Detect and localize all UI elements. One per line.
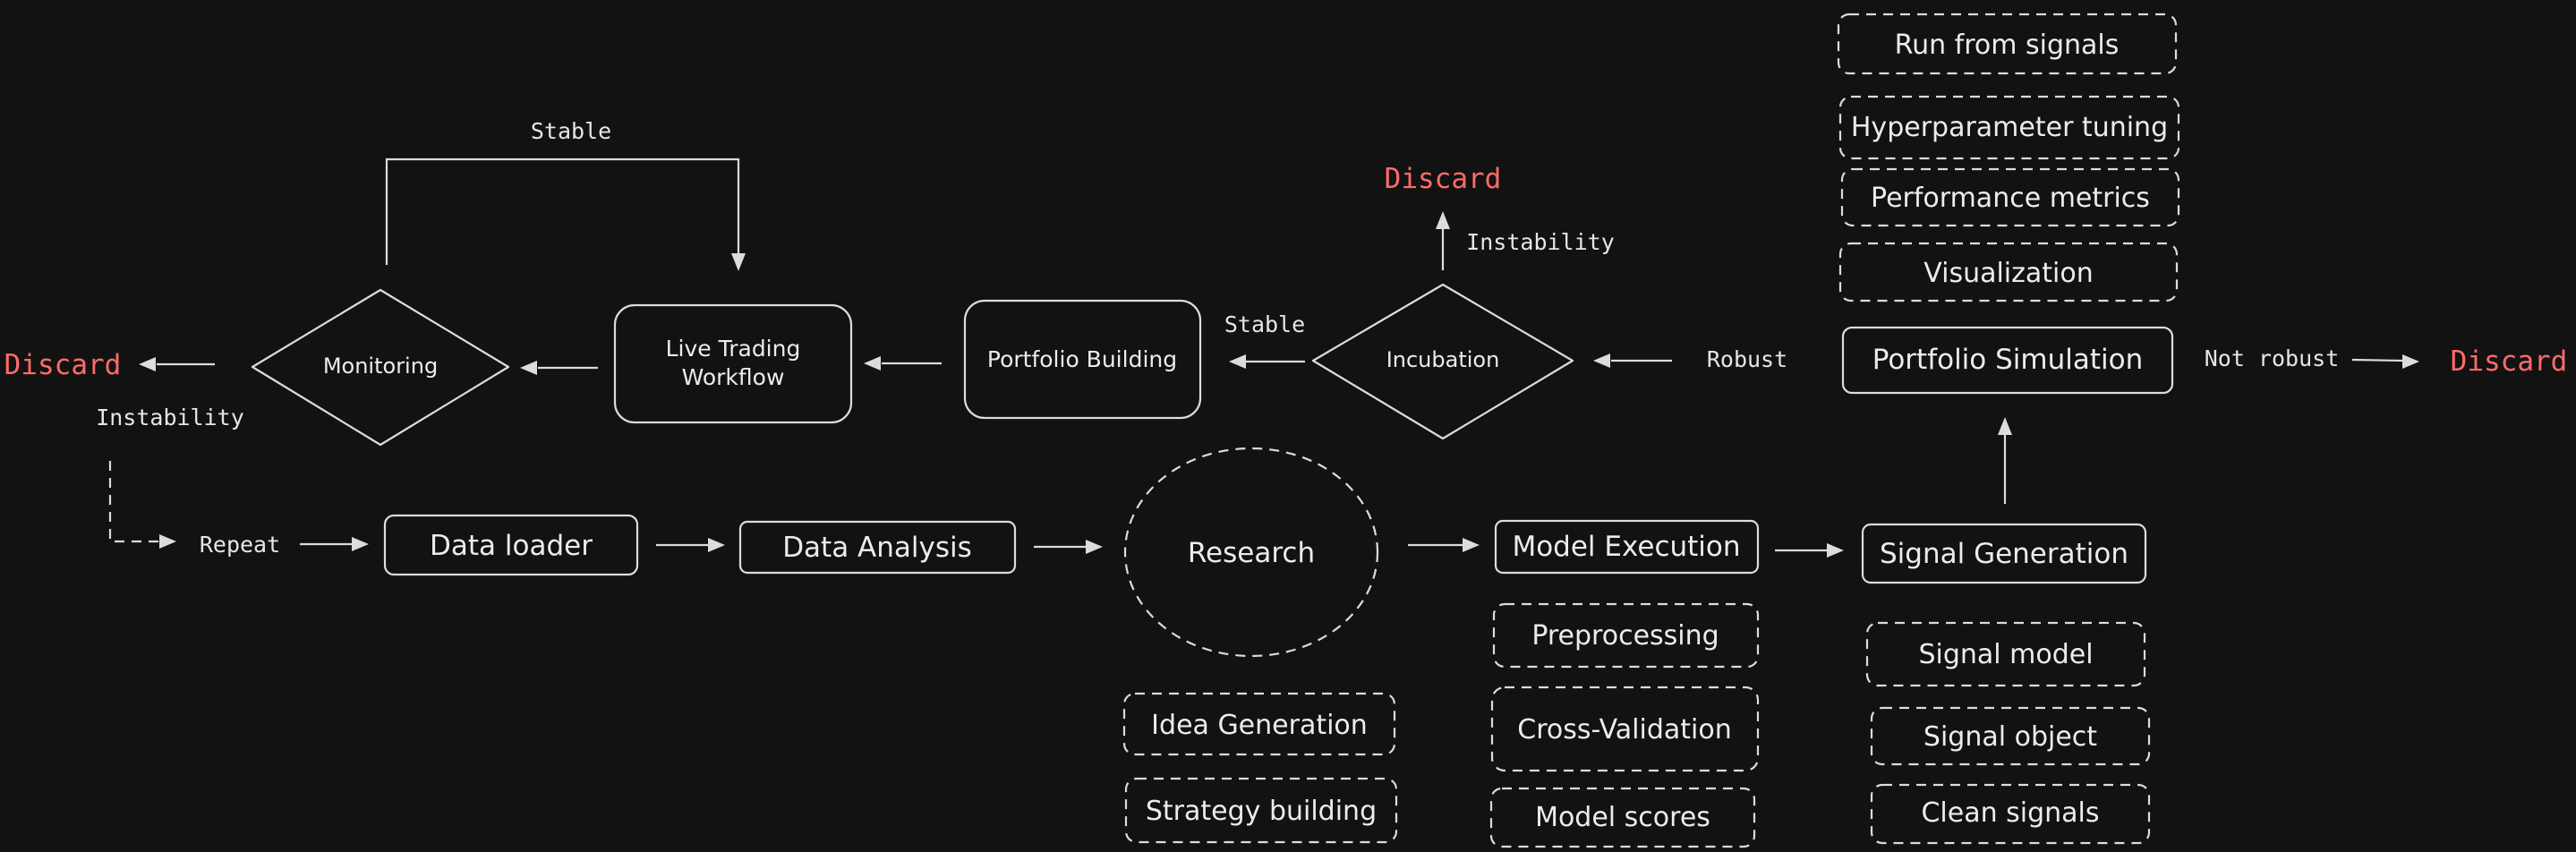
arrowhead — [139, 357, 156, 371]
data-loader-label: Data loader — [430, 530, 593, 562]
arrowhead — [352, 537, 369, 551]
research-items: Idea Generation Strategy building — [1122, 692, 1398, 844]
signal-generation-label: Signal Generation — [1880, 538, 2128, 570]
data-loader-node[interactable]: Data loader — [383, 514, 639, 576]
signal-item-signal-model[interactable]: Signal model — [1865, 621, 2146, 687]
signal-item-label: Signal model — [1918, 639, 2093, 670]
arrowhead — [1463, 538, 1480, 552]
simulation-item-hyperparameter-tuning[interactable]: Hyperparameter tuning — [1838, 95, 2180, 160]
arrowhead — [2402, 354, 2419, 369]
arrowhead — [1086, 540, 1103, 554]
research-item-label: Idea Generation — [1151, 710, 1368, 741]
arrowhead — [1998, 417, 2012, 435]
robust-label: Robust — [1707, 346, 1787, 372]
discard-left-label: Discard — [4, 349, 122, 381]
research-item-label: Strategy building — [1146, 796, 1377, 827]
data-analysis-node[interactable]: Data Analysis — [738, 520, 1017, 575]
simulation-item-run-from-signals[interactable]: Run from signals — [1837, 13, 2178, 75]
simulation-item-label: Visualization — [1923, 258, 2094, 289]
incubation-node[interactable]: Incubation — [1311, 283, 1574, 440]
model-item-preprocessing[interactable]: Preprocessing — [1492, 602, 1760, 669]
model-item-label: Model scores — [1535, 802, 1710, 833]
signal-item-label: Signal object — [1923, 721, 2097, 753]
arrowhead — [1827, 543, 1844, 558]
monitoring-node[interactable]: Monitoring — [251, 288, 510, 447]
data-analysis-label: Data Analysis — [782, 532, 972, 564]
stable-top-label: Stable — [531, 118, 611, 144]
signal-items: Signal model Signal object Clean signals — [1865, 621, 2151, 845]
model-item-label: Preprocessing — [1531, 620, 1719, 652]
model-item-model-scores[interactable]: Model scores — [1489, 787, 1756, 848]
arrowhead — [1593, 354, 1610, 368]
arrow-simulation-to-discard — [2351, 358, 2404, 362]
instability-top-label: Instability — [1466, 229, 1615, 255]
live-trading-label-line2: Workflow — [682, 364, 785, 390]
model-execution-label: Model Execution — [1512, 531, 1740, 563]
stable-right-label: Stable — [1224, 311, 1305, 337]
arrowhead — [1229, 354, 1246, 369]
research-label: Research — [1188, 537, 1315, 569]
arrowhead — [731, 253, 746, 271]
portfolio-building-label: Portfolio Building — [987, 346, 1177, 372]
discard-right-label: Discard — [2451, 345, 2568, 378]
live-trading-label-line1: Live Trading — [666, 336, 801, 362]
arrowhead — [1436, 211, 1450, 229]
portfolio-simulation-label: Portfolio Simulation — [1872, 344, 2144, 376]
monitoring-label: Monitoring — [323, 354, 438, 379]
instability-left-label: Instability — [96, 405, 244, 430]
research-item-idea-generation[interactable]: Idea Generation — [1122, 692, 1396, 756]
portfolio-building-node[interactable]: Portfolio Building — [963, 299, 1202, 420]
not-robust-label: Not robust — [2205, 345, 2340, 371]
signal-item-signal-object[interactable]: Signal object — [1870, 706, 2151, 766]
arrowhead — [864, 356, 881, 371]
arrowhead — [708, 538, 725, 552]
model-item-label: Cross-Validation — [1517, 714, 1731, 746]
simulation-item-visualization[interactable]: Visualization — [1838, 242, 2179, 302]
simulation-item-label: Run from signals — [1895, 30, 2120, 61]
research-item-strategy-building[interactable]: Strategy building — [1124, 777, 1398, 844]
simulation-item-label: Hyperparameter tuning — [1851, 112, 2168, 143]
discard-labels: Discard Discard Discard — [4, 163, 2568, 381]
arrow-monitoring-loop-stable — [385, 158, 740, 265]
signal-item-clean-signals[interactable]: Clean signals — [1870, 783, 2151, 845]
repeat-label: Repeat — [200, 532, 280, 558]
arrowhead — [520, 361, 537, 375]
main-flow: Repeat Data loader Data Analysis Researc… — [200, 447, 2147, 658]
live-trading-node[interactable]: Live Trading Workflow — [613, 303, 853, 424]
research-node[interactable]: Research — [1123, 447, 1379, 658]
model-execution-node[interactable]: Model Execution — [1494, 519, 1760, 575]
upper-flow: Incubation Stable Instability Portfolio … — [96, 118, 1615, 447]
portfolio-simulation-node[interactable]: Portfolio Simulation — [1841, 326, 2174, 395]
model-item-cross-validation[interactable]: Cross-Validation — [1490, 686, 1760, 772]
signal-generation-node[interactable]: Signal Generation — [1861, 523, 2147, 584]
simulation-item-label: Performance metrics — [1871, 183, 2150, 214]
arrow-instability-to-repeat — [108, 461, 161, 543]
simulation-group: Run from signals Hyperparameter tuning P… — [1707, 13, 2340, 395]
signal-item-label: Clean signals — [1921, 797, 2099, 829]
incubation-label: Incubation — [1386, 347, 1500, 372]
discard-top-label: Discard — [1385, 163, 1502, 195]
model-items: Preprocessing Cross-Validation Model sco… — [1489, 602, 1760, 848]
connectors — [108, 158, 2419, 558]
simulation-item-performance-metrics[interactable]: Performance metrics — [1840, 167, 2180, 227]
arrowhead — [159, 534, 176, 549]
